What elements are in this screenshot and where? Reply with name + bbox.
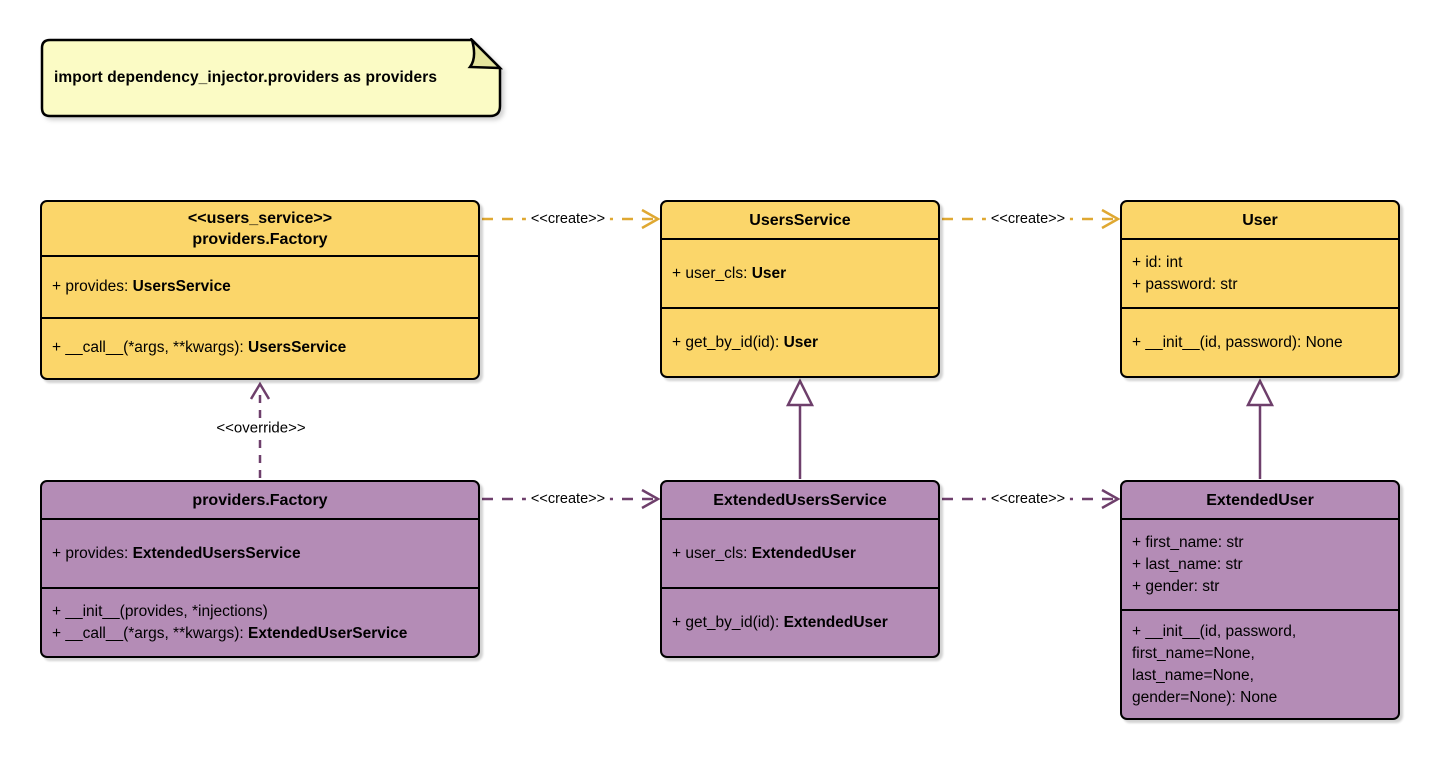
note-text: import dependency_injector.providers as … [54,69,438,86]
member-line: + id: int [1132,253,1183,271]
class-methods-section: + __init__(id, password, first_name=None… [1122,609,1398,718]
class-header: User [1122,202,1398,238]
inheritance-triangle-icon [1245,378,1275,407]
class-user: User + id: int + password: str + __init_… [1120,200,1400,378]
note-shape [40,35,504,118]
class-extended-factory: providers.Factory + provides: ExtendedUs… [40,480,480,658]
class-methods-section: + get_by_id(id): User [662,307,938,376]
member-line: gender=None): None [1132,688,1278,706]
create-arrowhead-icon [641,488,661,510]
create-label: <<create>> [985,211,1071,227]
member-line: + __call__(*args, **kwargs): ExtendedUse… [52,624,408,642]
member-line: + user_cls: ExtendedUser [672,544,856,562]
class-header: ExtendedUsersService [662,482,938,518]
class-users-service: UsersService + user_cls: User + get_by_i… [660,200,940,378]
member-line: + __init__(id, password): None [1132,333,1343,351]
class-name: UsersService [749,211,851,229]
class-extended-users-service: ExtendedUsersService + user_cls: Extende… [660,480,940,658]
member-line: + password: str [1132,275,1238,293]
class-header: providers.Factory [42,482,478,518]
class-methods-section: + __call__(*args, **kwargs): UsersServic… [42,316,478,379]
override-label: <<override>> [211,419,311,437]
class-name: ExtendedUsersService [713,491,887,509]
class-extended-user: ExtendedUser + first_name: str + last_na… [1120,480,1400,720]
class-attributes-section: + user_cls: User [662,238,938,307]
create-label: <<create>> [525,211,611,227]
member-line: + get_by_id(id): User [672,333,819,351]
class-name: ExtendedUser [1206,491,1314,509]
class-attributes-section: + user_cls: ExtendedUser [662,518,938,587]
member-line: last_name=None, [1132,666,1254,684]
member-line: + last_name: str [1132,555,1243,573]
create-arrowhead-icon [1101,208,1121,230]
class-methods-section: + __init__(provides, *injections) + __ca… [42,587,478,656]
member-line: + get_by_id(id): ExtendedUser [672,613,888,631]
member-line: first_name=None, [1132,644,1255,662]
class-methods-section: + get_by_id(id): ExtendedUser [662,587,938,656]
member-line: + __init__(provides, *injections) [52,602,268,620]
class-methods-section: + __init__(id, password): None [1122,307,1398,376]
member-line: + provides: UsersService [52,277,231,295]
note-body [40,38,502,118]
class-attributes-section: + provides: ExtendedUsersService [42,518,478,587]
class-name: User [1242,211,1278,229]
class-users-factory: <<users_service>> providers.Factory + pr… [40,200,480,380]
class-stereotype: <<users_service>> [187,209,333,227]
member-line: + __call__(*args, **kwargs): UsersServic… [52,339,347,357]
create-label: <<create>> [525,491,611,507]
member-line: + gender: str [1132,577,1220,595]
member-line: + provides: ExtendedUsersService [52,544,301,562]
class-header: UsersService [662,202,938,238]
create-arrowhead-icon [1101,488,1121,510]
import-note: import dependency_injector.providers as … [40,35,504,120]
note-fold-icon [467,35,504,70]
class-name: providers.Factory [192,230,328,248]
class-header: ExtendedUser [1122,482,1398,518]
class-attributes-section: + provides: UsersService [42,255,478,317]
class-name: providers.Factory [192,491,328,509]
create-label: <<create>> [985,491,1071,507]
create-arrowhead-icon [641,208,661,230]
member-line: + first_name: str [1132,533,1244,551]
member-line: + user_cls: User [672,264,787,282]
class-attributes-section: + first_name: str + last_name: str + gen… [1122,518,1398,609]
override-arrowhead-icon [249,381,271,400]
class-header: <<users_service>> providers.Factory [42,202,478,255]
member-line: + __init__(id, password, [1132,622,1297,640]
class-attributes-section: + id: int + password: str [1122,238,1398,307]
inheritance-triangle-icon [785,378,815,407]
